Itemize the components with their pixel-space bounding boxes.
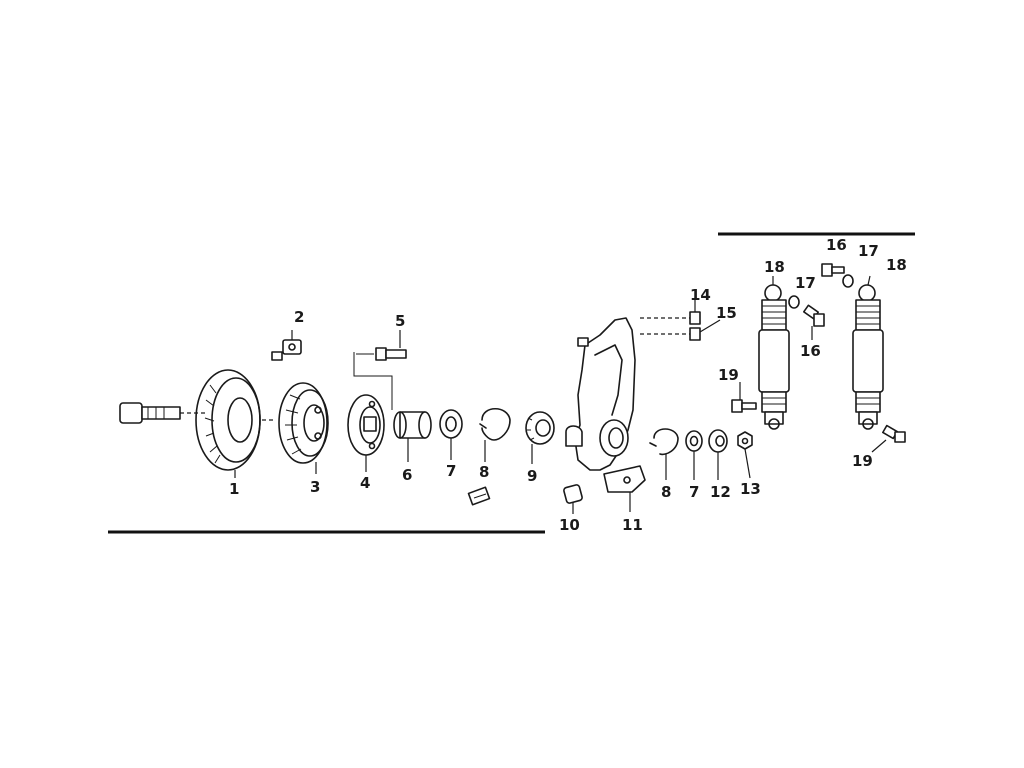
- callout-9: 9: [527, 467, 537, 485]
- part-19-bolt-left: [731, 399, 757, 413]
- part-14-bolt: [689, 311, 701, 325]
- part-16-bolt-upper: [821, 263, 845, 277]
- part-4-plate: [347, 394, 385, 456]
- callout-19-right: 19: [852, 452, 873, 470]
- callout-16-upper: 16: [826, 236, 847, 254]
- part-7-washer-right: [685, 430, 703, 452]
- part-2-bracket: [271, 339, 302, 361]
- callout-8-left: 8: [479, 463, 489, 481]
- callout-8-right: 8: [661, 483, 671, 501]
- part-13-nut: [737, 431, 753, 450]
- part-15-bolt: [689, 327, 701, 341]
- callout-13: 13: [740, 480, 761, 498]
- part-18-shock-absorber-left: [758, 284, 790, 430]
- part-16-bolt-lower: [802, 304, 825, 327]
- part-10-bushing: [563, 484, 583, 504]
- callout-7-left: 7: [446, 462, 456, 480]
- callout-14: 14: [690, 286, 711, 304]
- part-12-ring: [708, 429, 728, 453]
- callout-3: 3: [310, 478, 320, 496]
- shaft-bolt: [119, 402, 181, 424]
- callout-19-left: 19: [718, 366, 739, 384]
- part-18-shock-absorber-right: [852, 284, 884, 430]
- callout-1: 1: [229, 480, 239, 498]
- part-7-washer-left: [439, 409, 463, 439]
- callout-5: 5: [395, 312, 405, 330]
- callout-17-upper: 17: [858, 242, 879, 260]
- part-19-bolt-right: [882, 424, 906, 443]
- small-fastener: [467, 486, 491, 506]
- part-5-bolt: [353, 347, 407, 410]
- part-6-sleeve: [393, 411, 432, 439]
- callout-10: 10: [559, 516, 580, 534]
- leader-lines: [234, 275, 887, 514]
- part-8-circlip-right: [649, 428, 679, 456]
- part-9-bearing: [525, 411, 555, 445]
- callout-15: 15: [716, 304, 737, 322]
- part-11-knuckle: [565, 317, 690, 493]
- part-3-hub: [278, 382, 329, 464]
- part-8-circlip-left: [479, 407, 511, 441]
- part-17-washer-lower: [788, 295, 800, 309]
- callout-18-right: 18: [886, 256, 907, 274]
- callout-6: 6: [402, 466, 412, 484]
- callout-7-right: 7: [689, 483, 699, 501]
- part-17-washer-upper: [842, 274, 854, 288]
- part-1-pulley: [180, 369, 276, 471]
- callout-17-lower: 17: [795, 274, 816, 292]
- callout-18-left: 18: [764, 258, 785, 276]
- callout-11: 11: [622, 516, 643, 534]
- callout-12: 12: [710, 483, 731, 501]
- callout-16-lower: 16: [800, 342, 821, 360]
- callout-2: 2: [294, 308, 304, 326]
- callout-4: 4: [360, 474, 370, 492]
